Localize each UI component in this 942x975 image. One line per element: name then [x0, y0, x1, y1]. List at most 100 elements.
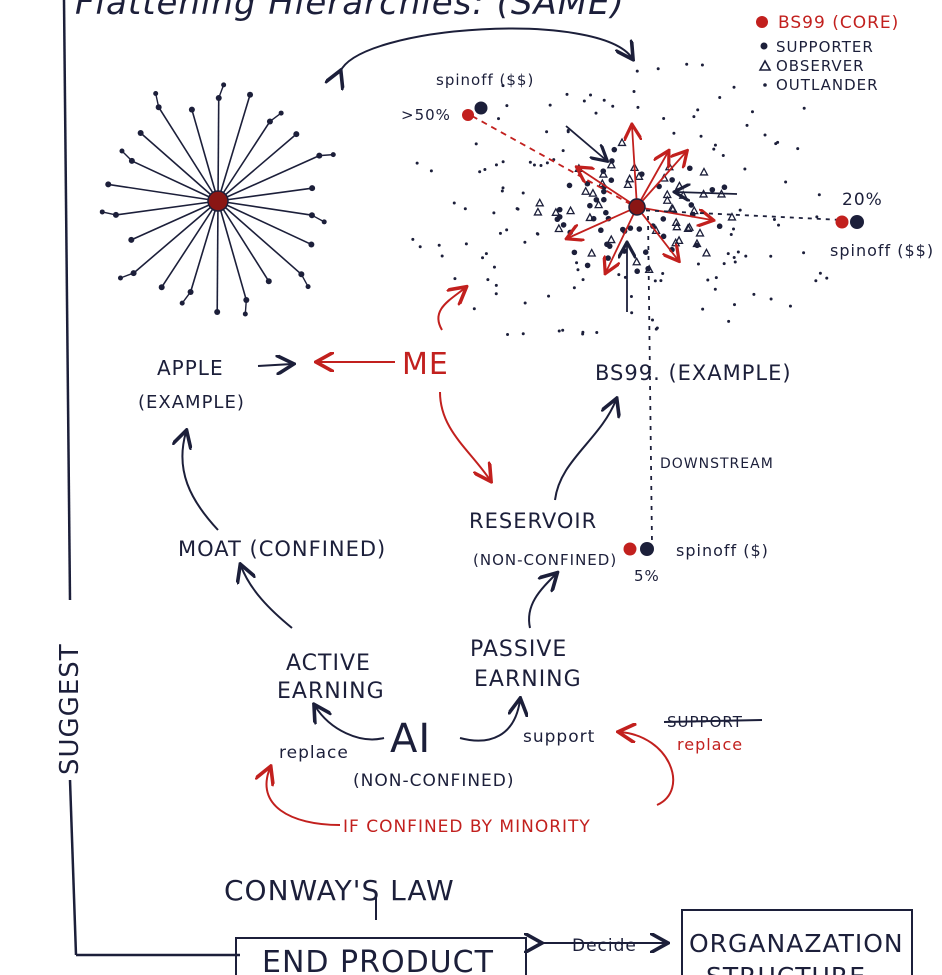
observer-node [606, 159, 616, 169]
star-core-node [207, 190, 229, 212]
spinoff-right-share: 20% [842, 190, 883, 210]
outlander-node [784, 180, 788, 184]
outlander-node [653, 279, 657, 283]
me-label: ME [402, 347, 449, 382]
support-label: support [523, 727, 595, 747]
star-leaf [293, 131, 300, 138]
supporter-node [598, 227, 604, 234]
observer-node [587, 248, 597, 257]
observer-node [625, 173, 635, 183]
star-spoke [217, 154, 320, 202]
outlander-node [700, 63, 704, 67]
outlander-node [501, 186, 505, 190]
observer-node [588, 188, 598, 197]
flat-network-cloud [411, 62, 829, 336]
organization-box: ORGANAZATION STRUCTURE [681, 909, 913, 975]
spinoff-top-black [474, 101, 488, 115]
supporter-node [601, 188, 607, 195]
observer-node [606, 234, 616, 244]
spinoff-bottom-red [623, 542, 637, 556]
red-arrow-e [636, 206, 712, 220]
outlander-node [557, 329, 561, 333]
moat-label: MOAT (CONFINED) [178, 537, 386, 561]
outlander-node [818, 271, 822, 275]
outlander-node [505, 228, 509, 232]
star-spoke [217, 187, 313, 202]
spinoff-right-red [835, 215, 849, 229]
observer-node [598, 169, 608, 178]
outlander-node [575, 261, 579, 265]
star-spoke [217, 200, 312, 246]
star-spoke [217, 121, 271, 202]
red-arrow-n [632, 126, 637, 208]
supporter-node [642, 249, 649, 255]
outlander-node [722, 262, 726, 266]
outlander-node [712, 147, 716, 151]
outlander-node [733, 260, 737, 264]
observer-node [594, 199, 604, 209]
star-twig-leaf [117, 275, 123, 281]
observer-node [617, 137, 627, 147]
ai-label: AI [390, 716, 431, 762]
outlander-node [815, 215, 819, 219]
outlander-node [736, 250, 740, 254]
star-spoke [140, 132, 219, 202]
outlander-node [617, 273, 621, 277]
ink-arrow-in-e [676, 192, 738, 194]
outlander-node [498, 231, 502, 235]
supporter-node [627, 225, 634, 231]
ai-to-passive-arrow [459, 700, 520, 742]
red-arrow-se [636, 206, 678, 260]
outlander-node [418, 245, 422, 249]
outlander-node [656, 67, 660, 71]
star-twig-leaf [242, 311, 248, 317]
outlander-node [629, 294, 633, 298]
supporter-node [601, 196, 607, 203]
supporter-node [567, 229, 574, 236]
legend-supporter-label: SUPPORTER [776, 38, 874, 56]
outlander-node [437, 243, 441, 247]
confined-to-replace-arrow [266, 768, 341, 826]
star-spoke [131, 160, 219, 202]
page-title: Flattening Hierarchies: (SAME) [75, 0, 625, 23]
star-spoke [217, 133, 297, 202]
outlander-node [521, 332, 525, 336]
outlander-node [501, 160, 505, 164]
outlander-node [650, 318, 654, 322]
outlander-node [602, 98, 606, 102]
spinoff-top-label: spinoff ($$) [436, 71, 534, 89]
outlander-node [464, 242, 468, 246]
me-to-star-arrow [437, 288, 465, 331]
outlander-node [576, 268, 580, 272]
ai-sub-label: (NON-CONFINED) [353, 771, 515, 791]
outlander-node [523, 240, 527, 244]
supporter-node [611, 146, 618, 153]
supporter-node [554, 216, 561, 223]
observer-node [695, 228, 705, 237]
outlander-node [659, 279, 663, 283]
apple-label: APPLE [157, 356, 224, 380]
if-confined-label: IF CONFINED BY MINORITY [343, 817, 591, 837]
observer-node [684, 222, 695, 231]
outlander-node [497, 117, 501, 121]
star-leaf [214, 308, 221, 315]
outlander-node [744, 254, 748, 258]
confined-to-support-arrow [620, 732, 675, 806]
outlander-node [635, 69, 639, 73]
star-twig-leaf [179, 300, 185, 306]
supporter-node [636, 226, 643, 232]
active-earning-label: EARNING [277, 679, 385, 704]
support-strikethrough [663, 719, 763, 723]
spinoff-top-link [471, 115, 633, 206]
same-arrow [340, 27, 632, 72]
observer-node [533, 207, 543, 216]
ink-arrow-in-nw [565, 125, 606, 160]
end-product-box: END PRODUCT [235, 937, 527, 975]
outlander-node [561, 328, 565, 332]
observer-node [551, 207, 561, 216]
star-spoke [216, 200, 219, 313]
supporter-node [605, 255, 611, 261]
spinoff-top: spinoff ($$) >50% [401, 71, 534, 124]
outlander-node [589, 93, 593, 97]
outlander-node [732, 303, 736, 307]
